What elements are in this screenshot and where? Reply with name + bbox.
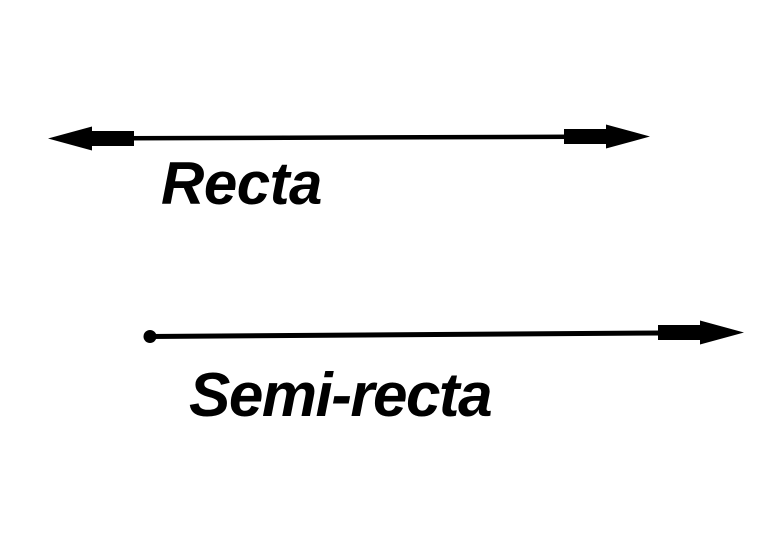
recta-label: Recta xyxy=(161,150,322,217)
ray-arrowhead-icon xyxy=(658,320,744,345)
semirecta-figure: Semi-recta xyxy=(143,320,744,430)
semirecta-ray-shaft xyxy=(149,330,663,339)
semirecta-label: Semi-recta xyxy=(189,361,491,430)
right-arrowhead-icon xyxy=(564,124,650,149)
recta-line-shaft xyxy=(94,134,606,141)
recta-figure: Recta xyxy=(48,124,650,217)
left-arrowhead-icon xyxy=(48,126,134,151)
